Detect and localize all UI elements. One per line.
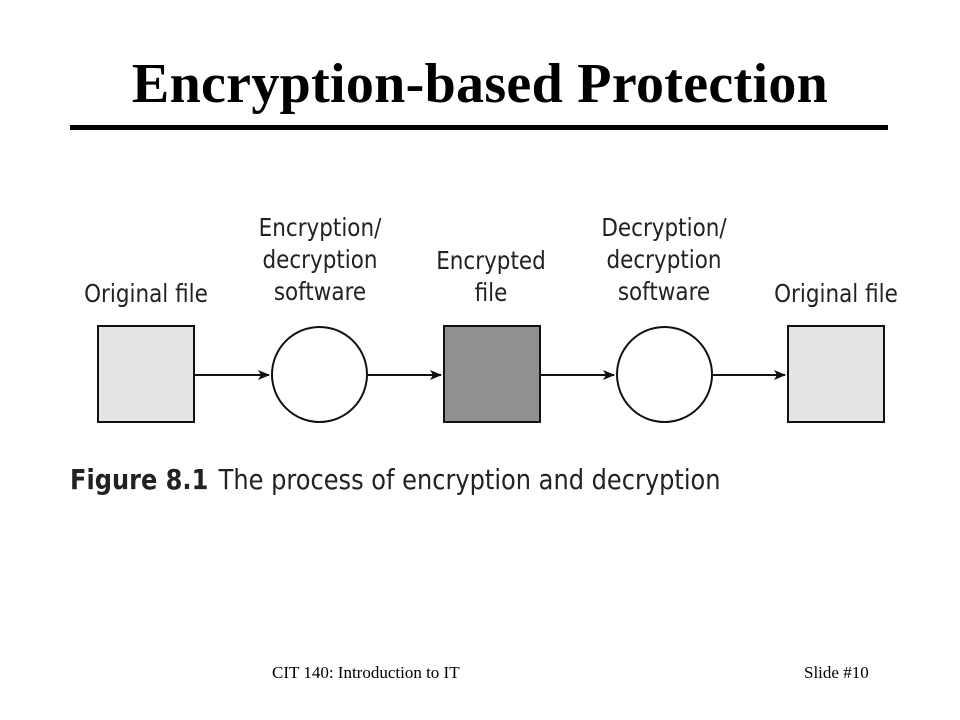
figure-number: Figure 8.1 <box>70 463 209 496</box>
flow-arrows <box>195 370 786 380</box>
slide-title: Encryption-based Protection <box>131 53 829 115</box>
node-label-decryption-software: Decryption/ decryption software <box>601 213 727 306</box>
process-diagram: Original file Encryption/ decryption sof… <box>0 200 960 520</box>
decryption-software-node <box>616 326 713 423</box>
encrypted-file-node <box>443 325 541 423</box>
node-label-encryption-software: Encryption/ decryption software <box>258 213 382 306</box>
encryption-software-node <box>271 326 368 423</box>
title-divider <box>70 125 888 130</box>
original-file-output-node <box>787 325 885 423</box>
original-file-node <box>97 325 195 423</box>
node-label-original-file: Original file <box>84 279 208 308</box>
footer-slide-number: Slide #10 <box>804 663 869 682</box>
figure-caption-text: The process of encryption and decryption <box>218 463 721 496</box>
footer-course: CIT 140: Introduction to IT <box>272 663 460 682</box>
figure-caption: Figure 8.1 The process of encryption and … <box>70 460 721 500</box>
node-label-original-file-output: Original file <box>774 279 898 308</box>
node-label-encrypted-file: Encrypted file <box>436 246 546 307</box>
